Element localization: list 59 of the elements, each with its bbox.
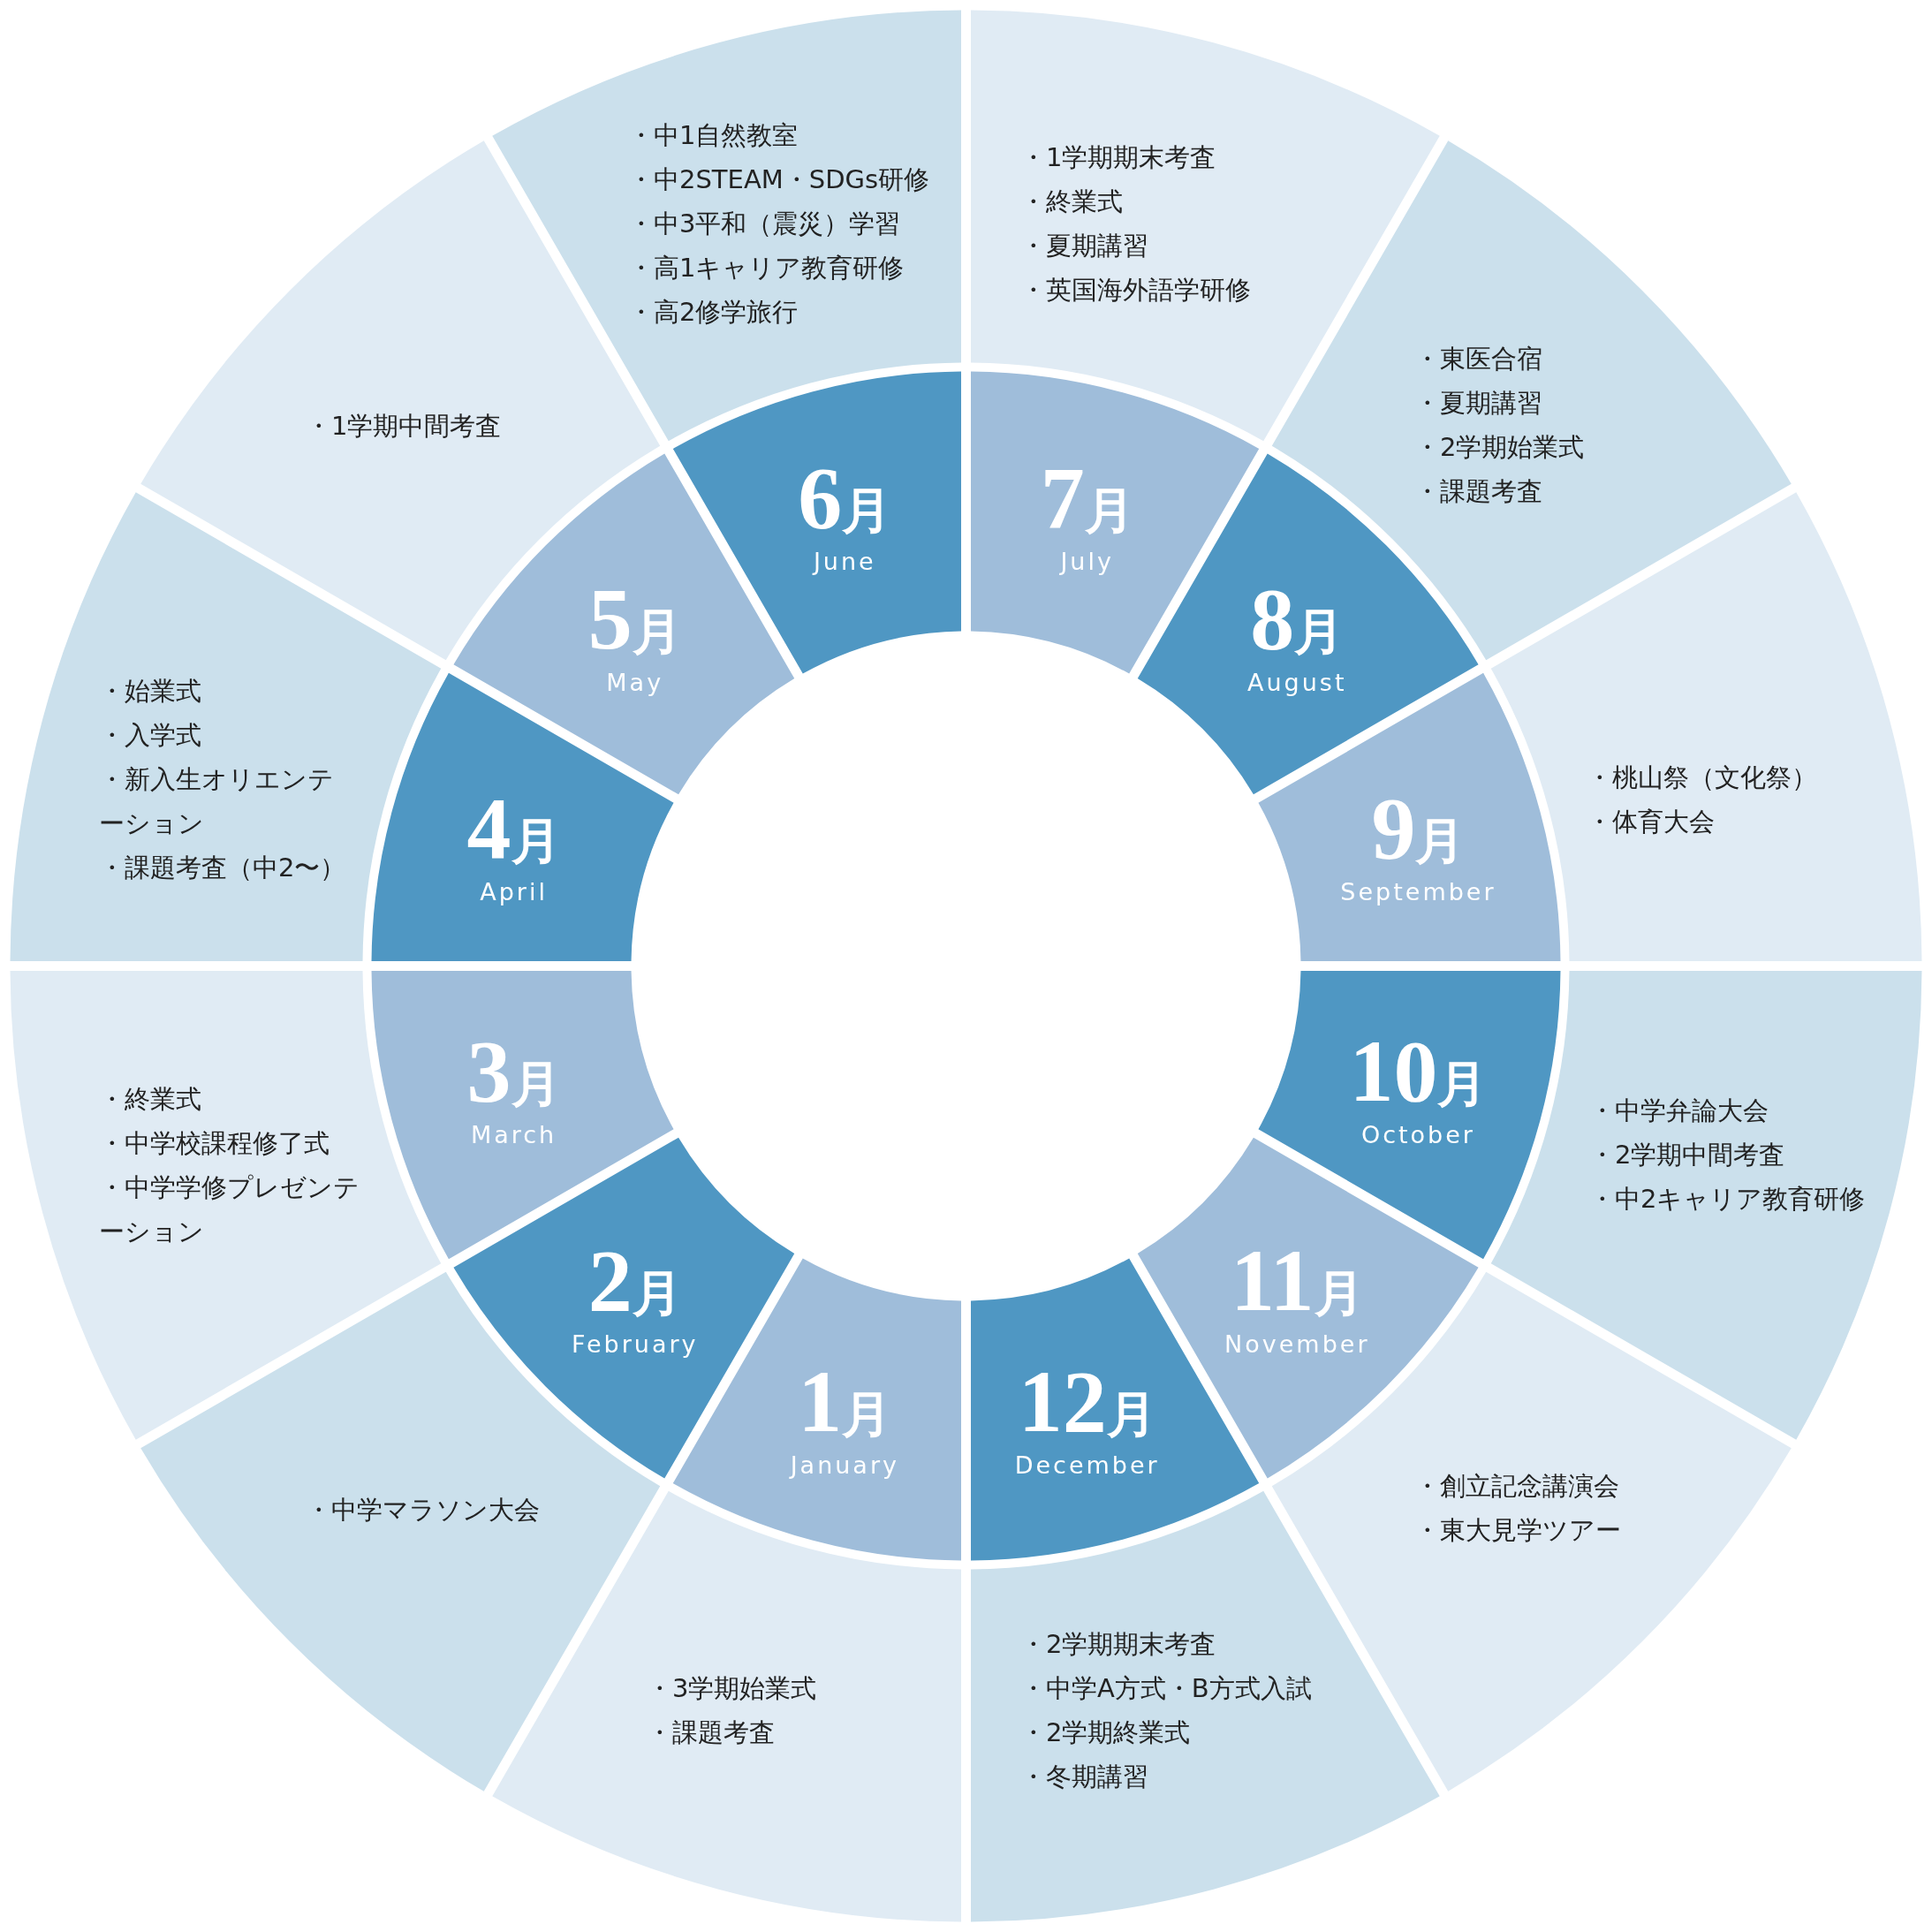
month-name: August	[1247, 668, 1347, 696]
month-name: July	[1058, 547, 1115, 575]
event-item: ・3学期始業式	[647, 1672, 817, 1705]
event-item: ・中学マラソン大会	[306, 1494, 540, 1527]
event-item: ・中学A方式・B方式入試	[1020, 1672, 1312, 1705]
event-item: ・課題考査（中2〜）	[99, 852, 346, 884]
event-item: ・東医合宿	[1414, 343, 1542, 375]
month-name: June	[811, 547, 877, 575]
event-item: ・桃山祭（文化祭）	[1587, 761, 1817, 794]
event-item: ・冬期講習	[1020, 1761, 1148, 1793]
event-item: ・高2修学旅行	[628, 296, 799, 329]
event-item: ・入学式	[99, 719, 201, 752]
event-item: ・始業式	[99, 675, 201, 708]
event-item: ・中学弁論大会	[1589, 1095, 1769, 1127]
month-number: 5月	[587, 574, 682, 663]
event-item: ・夏期講習	[1414, 387, 1542, 420]
month-name: November	[1224, 1330, 1370, 1358]
month-number: 10月	[1349, 1027, 1488, 1116]
event-item: ・夏期講習	[1020, 230, 1148, 262]
event-item: ・終業式	[99, 1083, 201, 1116]
event-item: ・2学期終業式	[1020, 1716, 1191, 1749]
event-item: ・東大見学ツアー	[1414, 1514, 1621, 1547]
event-item: ・中学学修プレゼンテーション	[99, 1171, 360, 1248]
event-item: ・1学期期末考査	[1020, 141, 1216, 174]
month-name: January	[790, 1451, 899, 1479]
month-number: 6月	[798, 453, 892, 542]
month-name: April	[479, 877, 549, 905]
month-number: 8月	[1249, 574, 1345, 663]
event-item: ・創立記念講演会	[1414, 1470, 1619, 1503]
month-name: February	[571, 1330, 699, 1358]
event-item: ・中2キャリア教育研修	[1589, 1183, 1866, 1216]
month-name: October	[1360, 1120, 1476, 1148]
month-number: 11月	[1230, 1236, 1365, 1325]
event-item: ・課題考査	[647, 1716, 775, 1749]
month-number: 4月	[466, 784, 561, 873]
month-name: May	[605, 668, 665, 696]
event-item: ・高1キャリア教育研修	[628, 252, 905, 284]
month-number: 7月	[1040, 453, 1134, 542]
event-item: ・終業式	[1020, 186, 1123, 218]
month-number: 9月	[1370, 784, 1466, 873]
event-item: ・中3平和（震災）学習	[628, 208, 901, 240]
event-item: ・新入生オリエンテーション	[99, 763, 335, 840]
event-item: ・中2STEAM・SDGs研修	[628, 163, 930, 196]
event-item: ・2学期始業式	[1414, 431, 1585, 464]
event-item: ・体育大会	[1587, 806, 1715, 838]
month-number: 12月	[1017, 1357, 1157, 1446]
event-item: ・英国海外語学研修	[1020, 274, 1251, 307]
month-number: 2月	[587, 1236, 683, 1325]
month-number: 3月	[466, 1027, 561, 1116]
month-name: March	[469, 1120, 558, 1148]
event-item: ・2学期期末考査	[1020, 1628, 1216, 1661]
event-item: ・中学校課程修了式	[99, 1127, 330, 1160]
month-name: September	[1340, 877, 1496, 905]
month-name: December	[1014, 1451, 1160, 1479]
event-item: ・2学期中間考査	[1589, 1139, 1785, 1171]
month-number: 1月	[797, 1357, 893, 1446]
event-item: ・1学期中間考査	[306, 410, 502, 443]
event-item: ・中1自然教室	[628, 119, 799, 152]
event-item: ・課題考査	[1414, 475, 1542, 508]
